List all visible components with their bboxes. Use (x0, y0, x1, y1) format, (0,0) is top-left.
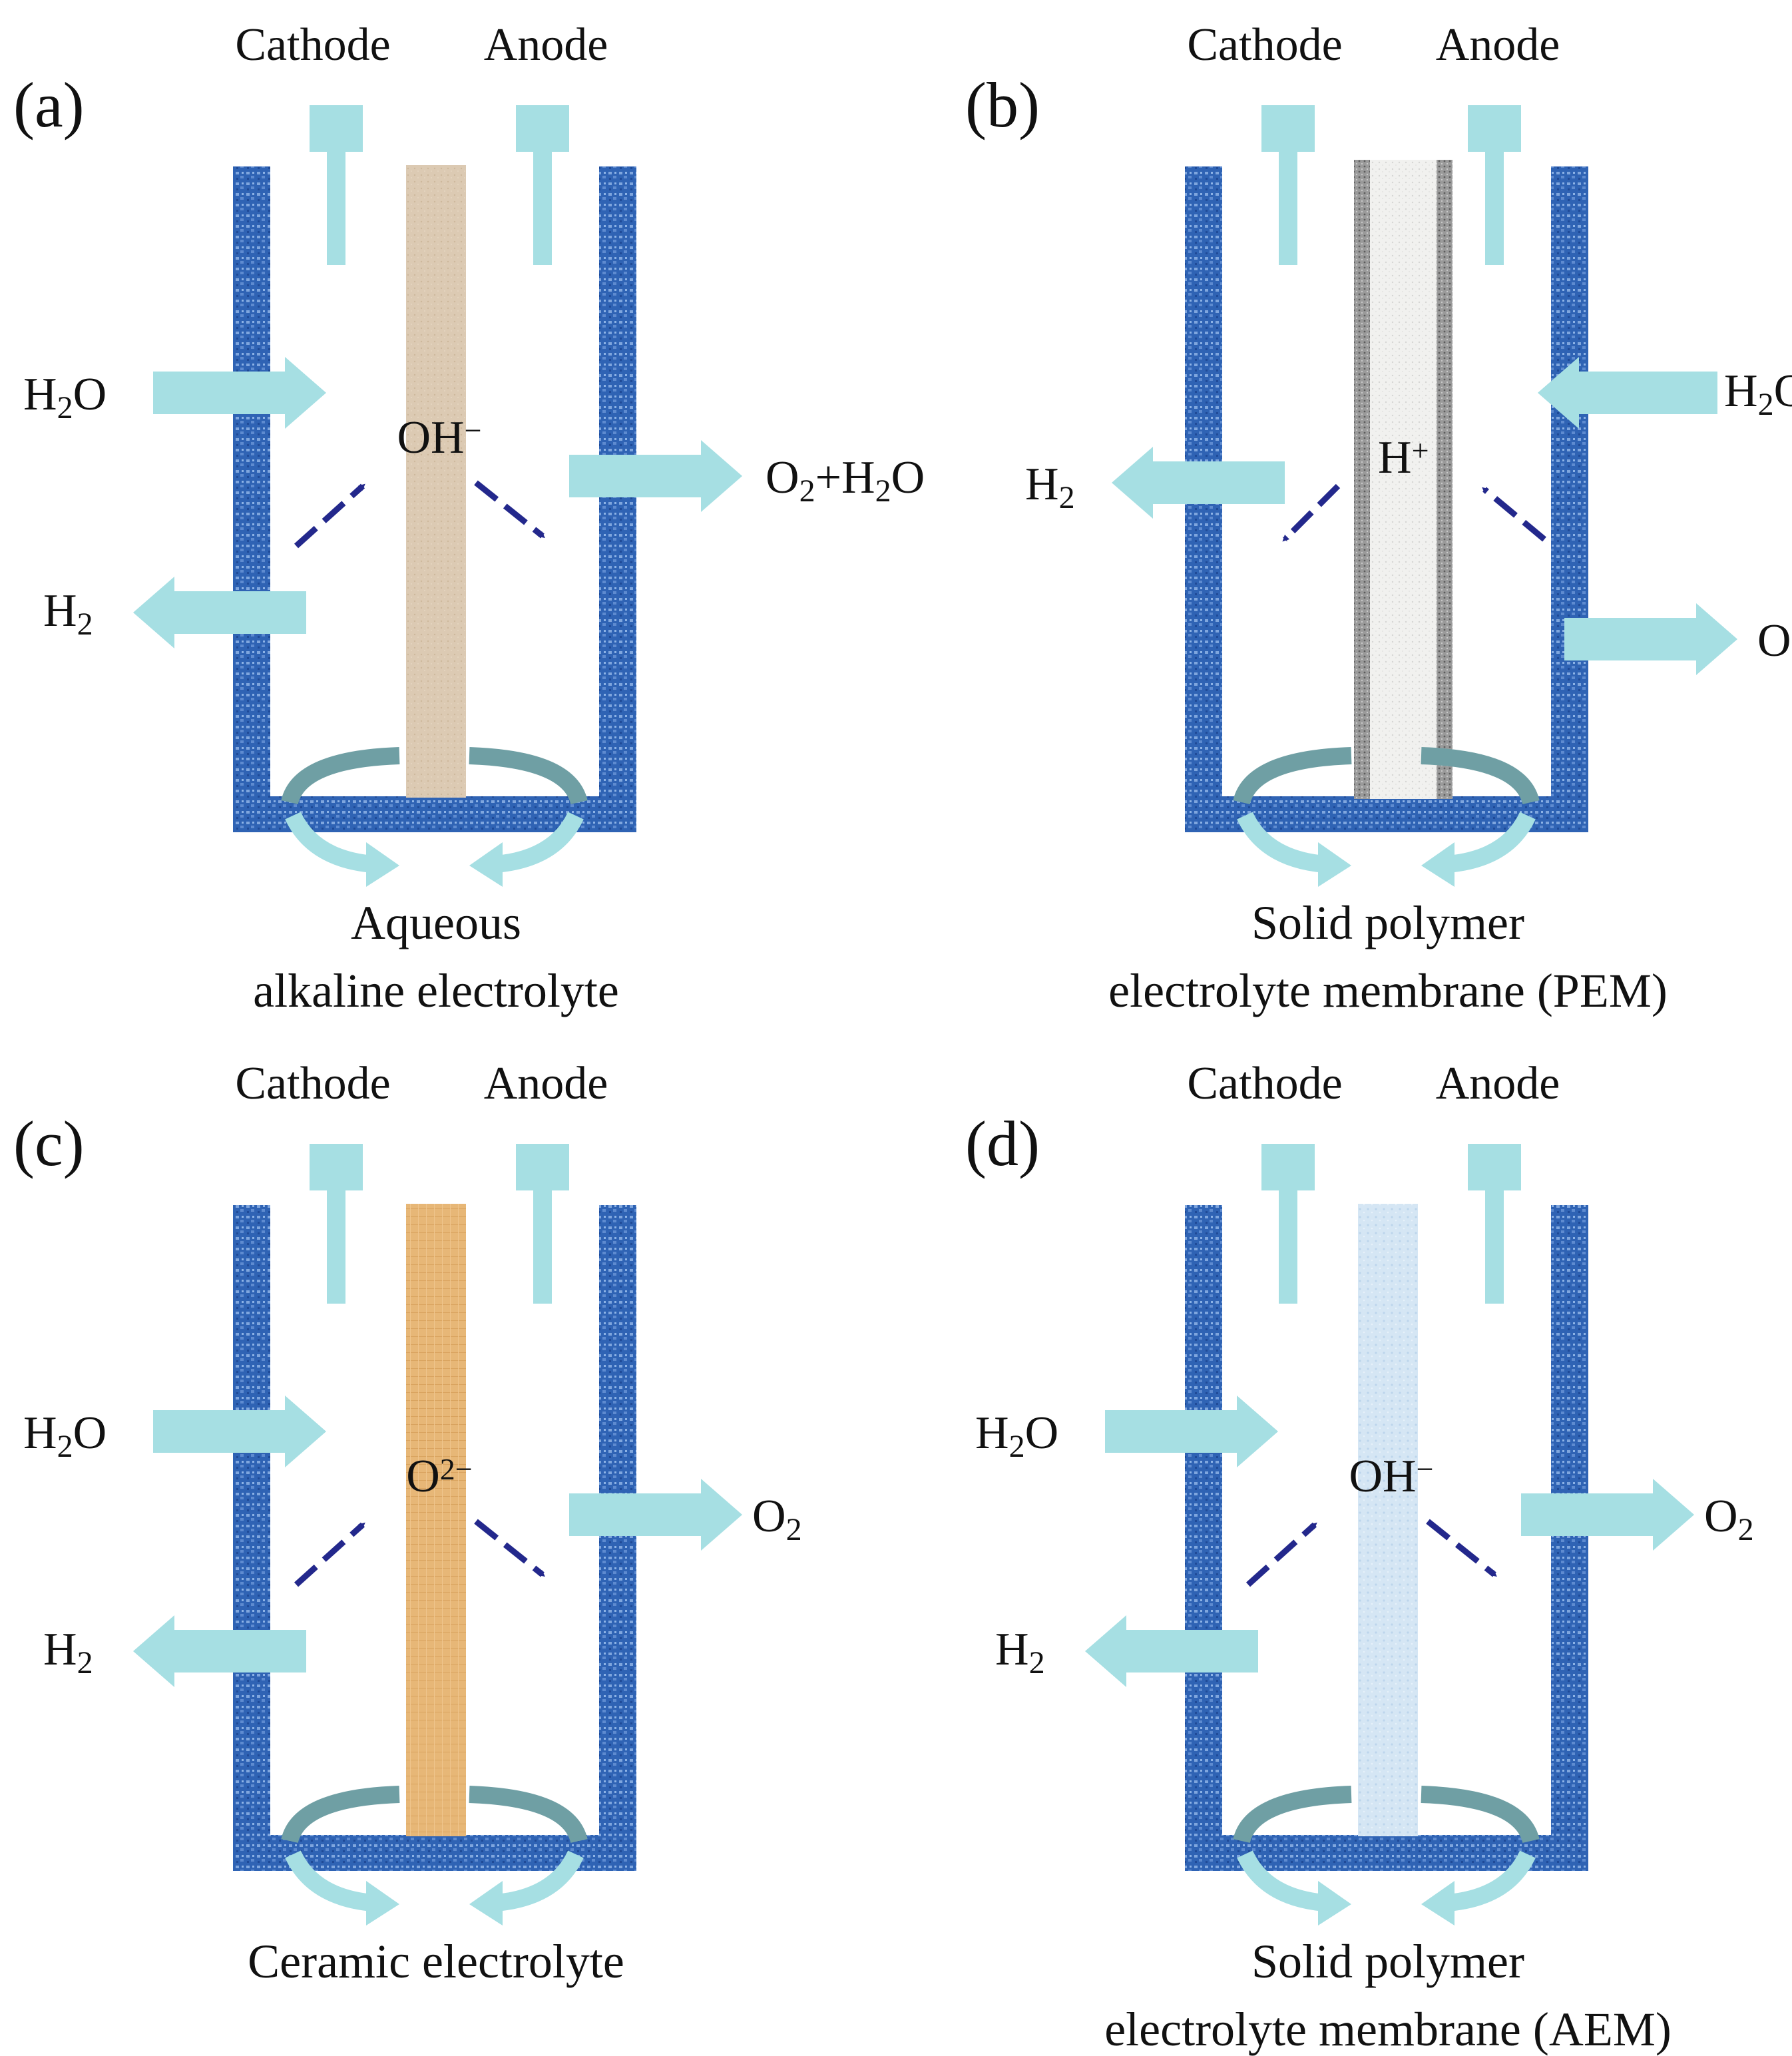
o2-outlet-arrow (569, 440, 742, 512)
o2-label: O2 (1704, 1491, 1754, 1547)
ion-label: O2− (406, 1451, 473, 1502)
panel-tag: (d) (965, 1108, 1040, 1179)
h2o-label: H2O (23, 369, 107, 425)
h2o-label: H2O (23, 1408, 107, 1464)
h2-label: H2 (1025, 459, 1075, 515)
h2o-label: H2O (1724, 366, 1792, 422)
ion-arrow-in (294, 1522, 365, 1587)
o2-outlet-arrow (1521, 1479, 1694, 1551)
caption-line-1: Solid polymer (1251, 1935, 1524, 1988)
ion-arrow-in (1245, 1522, 1317, 1587)
cell-container (233, 1205, 636, 1871)
h2o-inlet-arrow (1105, 1396, 1278, 1467)
ion-arrow-out (474, 480, 545, 539)
anode-electrode (516, 105, 569, 265)
cathode-label: Cathode (1187, 1058, 1342, 1109)
ion-label: OH− (397, 412, 481, 463)
panel-tag: (b) (965, 69, 1040, 140)
o2-label: O2 (1757, 615, 1792, 672)
cathode-label: Cathode (235, 19, 390, 71)
caption-line-1: Solid polymer (1251, 896, 1524, 949)
h2o-inlet-arrow (153, 1396, 326, 1467)
ion-arrow-out (1426, 1519, 1497, 1577)
h2o-inlet-arrow (1538, 357, 1717, 429)
h2-label: H2 (43, 585, 93, 642)
anode-label: Anode (1436, 1058, 1560, 1109)
membrane (1358, 1204, 1418, 1836)
anode-electrode (516, 1144, 569, 1304)
h2o-label: H2O (975, 1408, 1058, 1464)
panel-tag: (a) (13, 69, 85, 140)
h2-outlet-arrow (1085, 1615, 1258, 1687)
anode-electrode (1468, 105, 1521, 265)
h2-label: H2 (43, 1624, 93, 1680)
o2-label: O2+H2O (766, 452, 925, 509)
recirculation-arrows (1233, 1786, 1540, 1926)
recirculation-arrows (281, 1786, 588, 1926)
h2-outlet-arrow (1112, 447, 1285, 519)
o2-outlet-arrow (1564, 603, 1737, 675)
ion-arrow-out (1282, 483, 1341, 542)
cathode-label: Cathode (1187, 19, 1342, 71)
caption-line-1: Ceramic electrolyte (248, 1935, 624, 1988)
h2o-inlet-arrow (153, 357, 326, 429)
ion-arrow-in (294, 483, 365, 549)
membrane (1354, 160, 1453, 799)
cathode-electrode (1261, 105, 1315, 265)
caption-line-1: Aqueous (351, 896, 521, 949)
anode-label: Anode (1436, 19, 1560, 71)
caption-line-2: electrolyte membrane (AEM) (1104, 2003, 1672, 2056)
membrane (406, 165, 466, 798)
ion-label: H+ (1378, 432, 1429, 483)
caption-line-2: alkaline electrolyte (253, 964, 619, 1017)
recirculation-arrows (281, 747, 588, 887)
h2-label: H2 (995, 1624, 1045, 1680)
anode-label: Anode (484, 1058, 608, 1109)
panel-tag: (c) (13, 1108, 85, 1179)
o2-outlet-arrow (569, 1479, 742, 1551)
caption-line-2: electrolyte membrane (PEM) (1108, 964, 1668, 1017)
o2-label: O2 (752, 1491, 802, 1547)
membrane (406, 1204, 466, 1836)
cathode-electrode (1261, 1144, 1315, 1304)
anode-electrode (1468, 1144, 1521, 1304)
ion-arrow-in (1482, 487, 1546, 542)
cathode-electrode (310, 105, 363, 265)
ion-arrow-out (474, 1519, 545, 1577)
recirculation-arrows (1233, 747, 1540, 887)
h2-outlet-arrow (133, 1615, 306, 1687)
h2-outlet-arrow (133, 577, 306, 648)
ion-label: OH− (1349, 1451, 1433, 1502)
cathode-electrode (310, 1144, 363, 1304)
cathode-label: Cathode (235, 1058, 390, 1109)
anode-label: Anode (484, 19, 608, 71)
